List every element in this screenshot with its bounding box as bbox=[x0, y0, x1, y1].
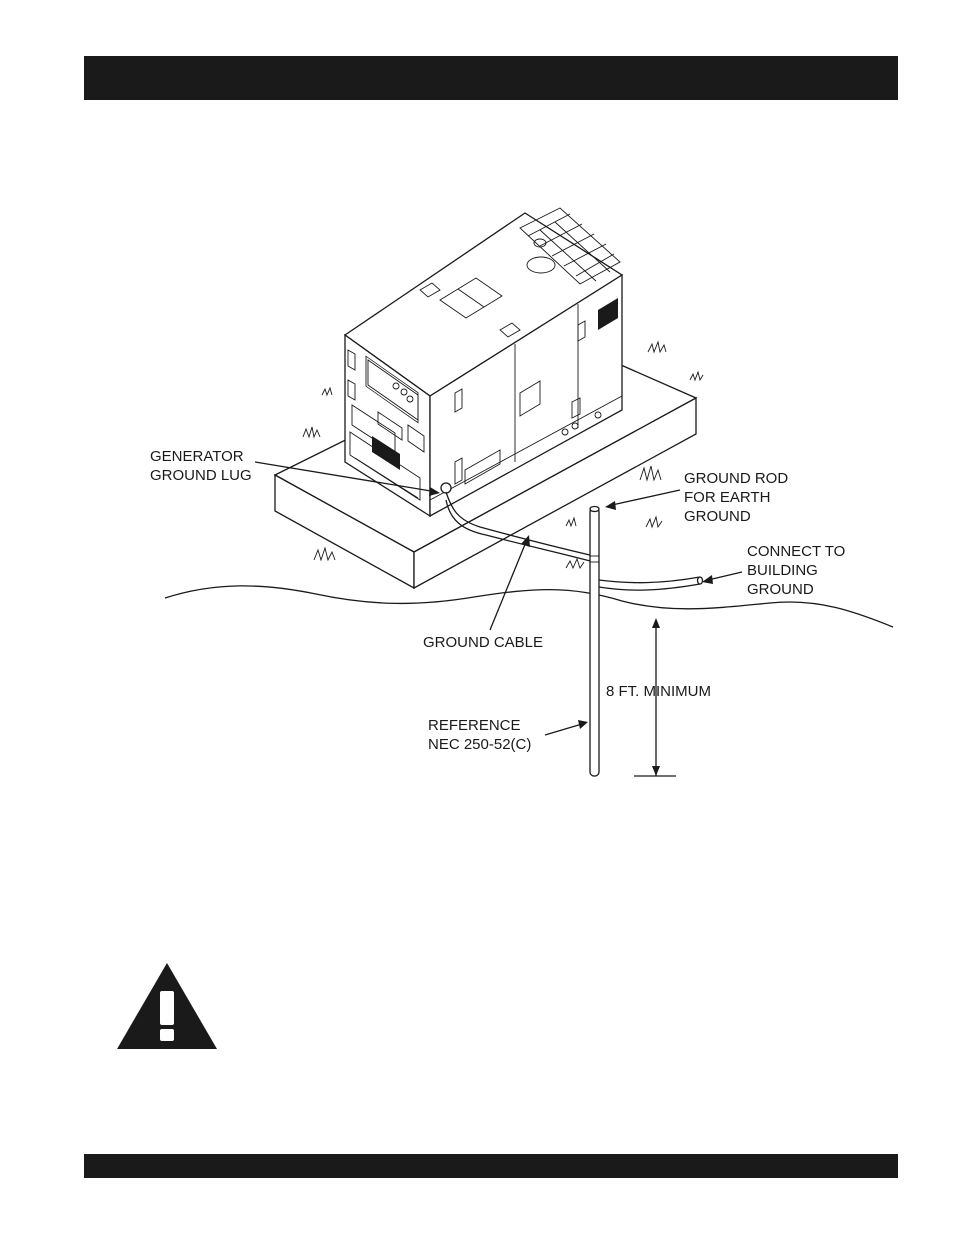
svg-text:GENERATOR: GENERATOR bbox=[150, 448, 244, 465]
generator-ground-lug-label: GENERATOR GROUND LUG bbox=[150, 448, 252, 484]
ground-rod-label: GROUND ROD FOR EARTH GROUND bbox=[684, 470, 788, 525]
ground-cable-label: GROUND CABLE bbox=[423, 634, 543, 651]
connect-building-ground-label: CONNECT TO BUILDING GROUND bbox=[747, 543, 845, 598]
svg-text:NEC 250-52(C): NEC 250-52(C) bbox=[428, 736, 531, 753]
svg-text:REFERENCE: REFERENCE bbox=[428, 717, 521, 734]
footer-bar bbox=[84, 1154, 898, 1178]
ground-rod bbox=[590, 507, 599, 777]
svg-text:GROUND LUG: GROUND LUG bbox=[150, 467, 252, 484]
svg-text:FOR EARTH: FOR EARTH bbox=[684, 489, 770, 506]
svg-text:GROUND: GROUND bbox=[684, 508, 751, 525]
warning-triangle-icon bbox=[115, 961, 219, 1051]
svg-text:GROUND ROD: GROUND ROD bbox=[684, 470, 788, 487]
reference-label: REFERENCE NEC 250-52(C) bbox=[428, 717, 531, 753]
building-ground-cable bbox=[599, 577, 700, 583]
svg-text:CONNECT TO: CONNECT TO bbox=[747, 543, 845, 560]
minimum-depth-label: 8 FT. MINIMUM bbox=[606, 683, 711, 700]
svg-text:BUILDING: BUILDING bbox=[747, 562, 818, 579]
svg-text:GROUND: GROUND bbox=[747, 581, 814, 598]
